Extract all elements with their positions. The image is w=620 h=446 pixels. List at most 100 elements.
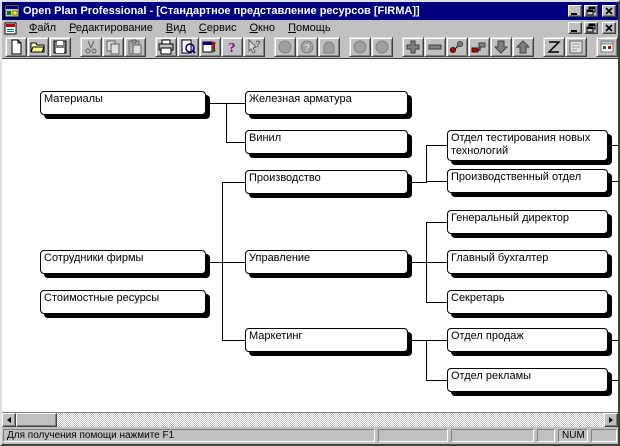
title-bar: Open Plan Professional - [Стандартное пр… bbox=[2, 2, 618, 20]
child-minimize-button[interactable] bbox=[568, 22, 582, 34]
connector-line bbox=[426, 262, 447, 263]
tree-node-ads[interactable]: Отдел рекламы bbox=[447, 368, 608, 392]
add-item-button[interactable] bbox=[402, 37, 424, 57]
remove-item-button[interactable] bbox=[424, 37, 446, 57]
tree-node-materials[interactable]: Материалы bbox=[40, 91, 206, 115]
connector-line bbox=[426, 181, 447, 182]
save-floppy-icon bbox=[53, 40, 67, 54]
resource-circle-3-button bbox=[371, 37, 393, 57]
tree-node-accountant[interactable]: Главный бухгалтер bbox=[447, 250, 608, 274]
context-help-button: ? bbox=[243, 37, 265, 57]
tree-node-cost[interactable]: Стоимостные ресурсы bbox=[40, 290, 206, 314]
update-views-button[interactable] bbox=[199, 37, 221, 57]
menu-tools[interactable]: Сервис bbox=[198, 22, 237, 34]
help-icon: ? bbox=[229, 41, 236, 55]
tree-node-employees[interactable]: Сотрудники фирмы bbox=[40, 250, 206, 274]
tree-node-label: Стоимостные ресурсы bbox=[44, 292, 160, 304]
connector-line bbox=[222, 182, 223, 341]
arch-icon bbox=[323, 41, 335, 54]
tree-node-label: Отдел тестирования новых технологий bbox=[451, 132, 591, 157]
connector-stub bbox=[612, 340, 618, 341]
menu-window[interactable]: Окно bbox=[249, 22, 276, 34]
circle-icon bbox=[375, 40, 389, 54]
svg-text:?: ? bbox=[229, 41, 236, 55]
plus-icon bbox=[406, 40, 420, 54]
cut-button bbox=[80, 37, 102, 57]
open-button[interactable] bbox=[27, 37, 49, 57]
tree-node-label: Производственный отдел bbox=[451, 171, 582, 183]
tree-node-production[interactable]: Производство bbox=[245, 170, 408, 194]
connector-line bbox=[426, 340, 447, 341]
circle-icon bbox=[353, 40, 367, 54]
connector-stub bbox=[612, 145, 618, 146]
steps-button[interactable] bbox=[468, 37, 490, 57]
zigzag-button[interactable] bbox=[543, 37, 565, 57]
menu-bar: Файл Редактирование Вид Сервис Окно Помо… bbox=[2, 20, 618, 36]
connector-line bbox=[426, 340, 427, 381]
scroll-left-button[interactable] bbox=[2, 413, 16, 427]
toolbar: ? ? ? bbox=[2, 36, 618, 59]
close-button[interactable] bbox=[602, 5, 616, 17]
print-button[interactable] bbox=[155, 37, 177, 57]
tree-node-management[interactable]: Управление bbox=[245, 250, 408, 274]
copy-icon bbox=[106, 40, 120, 55]
tree-node-testing[interactable]: Отдел тестирования новых технологий bbox=[447, 130, 608, 161]
cut-scissors-icon bbox=[85, 40, 97, 54]
tree-node-label: Винил bbox=[249, 132, 282, 144]
tree-node-label: Материалы bbox=[44, 93, 103, 105]
window-layout-button[interactable] bbox=[596, 37, 618, 57]
scrollbar-thumb[interactable] bbox=[16, 413, 57, 427]
tree-node-label: Управление bbox=[249, 252, 311, 264]
tree-node-secretary[interactable]: Секретарь bbox=[447, 290, 608, 314]
connector-line bbox=[226, 103, 227, 143]
restore-icon bbox=[586, 23, 596, 33]
child-restore-button[interactable] bbox=[584, 22, 598, 34]
zigzag-icon bbox=[547, 41, 561, 53]
connector-line bbox=[426, 302, 447, 303]
tree-node-label: Железная арматура bbox=[249, 93, 352, 105]
notes-button bbox=[565, 37, 587, 57]
tree-node-label: Маркетинг bbox=[249, 330, 303, 342]
tree-node-label: Главный бухгалтер bbox=[451, 252, 549, 264]
status-bar: Для получения помощи нажмите F1 NUM bbox=[2, 427, 618, 444]
menu-help[interactable]: Помощь bbox=[288, 22, 331, 34]
menu-view[interactable]: Вид bbox=[165, 22, 186, 34]
scroll-right-button[interactable] bbox=[604, 413, 618, 427]
tree-node-vinyl[interactable]: Винил bbox=[245, 130, 408, 154]
horizontal-scrollbar[interactable] bbox=[2, 412, 618, 427]
tree-node-sales[interactable]: Отдел продаж bbox=[447, 328, 608, 352]
document-icon bbox=[4, 22, 17, 34]
tree-node-label: Сотрудники фирмы bbox=[44, 252, 144, 264]
help-button[interactable]: ? bbox=[221, 37, 243, 57]
update-views-icon bbox=[202, 41, 216, 53]
menu-file[interactable]: Файл bbox=[29, 22, 57, 34]
connector-line bbox=[408, 262, 426, 263]
connector-line bbox=[408, 182, 426, 183]
move-down-button[interactable] bbox=[490, 37, 512, 57]
tree-node-label: Производство bbox=[249, 172, 321, 184]
tree-node-director[interactable]: Генеральный директор bbox=[447, 210, 608, 234]
connector-line bbox=[222, 262, 245, 263]
new-document-icon bbox=[11, 39, 22, 55]
connector-line bbox=[426, 222, 447, 223]
connector-line bbox=[426, 380, 447, 381]
child-close-button[interactable] bbox=[602, 22, 616, 34]
minimize-button[interactable] bbox=[568, 5, 582, 17]
tree-node-prod-dept[interactable]: Производственный отдел bbox=[447, 169, 608, 193]
minimize-icon bbox=[571, 30, 577, 32]
restore-button[interactable] bbox=[584, 5, 598, 17]
printer-icon bbox=[158, 39, 174, 55]
link-nodes-button[interactable] bbox=[446, 37, 468, 57]
tree-node-iron[interactable]: Железная арматура bbox=[245, 91, 408, 115]
new-button[interactable] bbox=[5, 37, 27, 57]
print-preview-button[interactable] bbox=[177, 37, 199, 57]
resource-circle-help-button: ? bbox=[296, 37, 318, 57]
tree-node-label: Генеральный директор bbox=[451, 212, 569, 224]
tree-node-marketing[interactable]: Маркетинг bbox=[245, 328, 408, 352]
status-num-indicator: NUM bbox=[558, 429, 588, 442]
save-button[interactable] bbox=[49, 37, 71, 57]
menu-edit[interactable]: Редактирование bbox=[69, 22, 153, 34]
linked-dots-icon bbox=[450, 41, 463, 53]
move-up-button[interactable] bbox=[512, 37, 534, 57]
